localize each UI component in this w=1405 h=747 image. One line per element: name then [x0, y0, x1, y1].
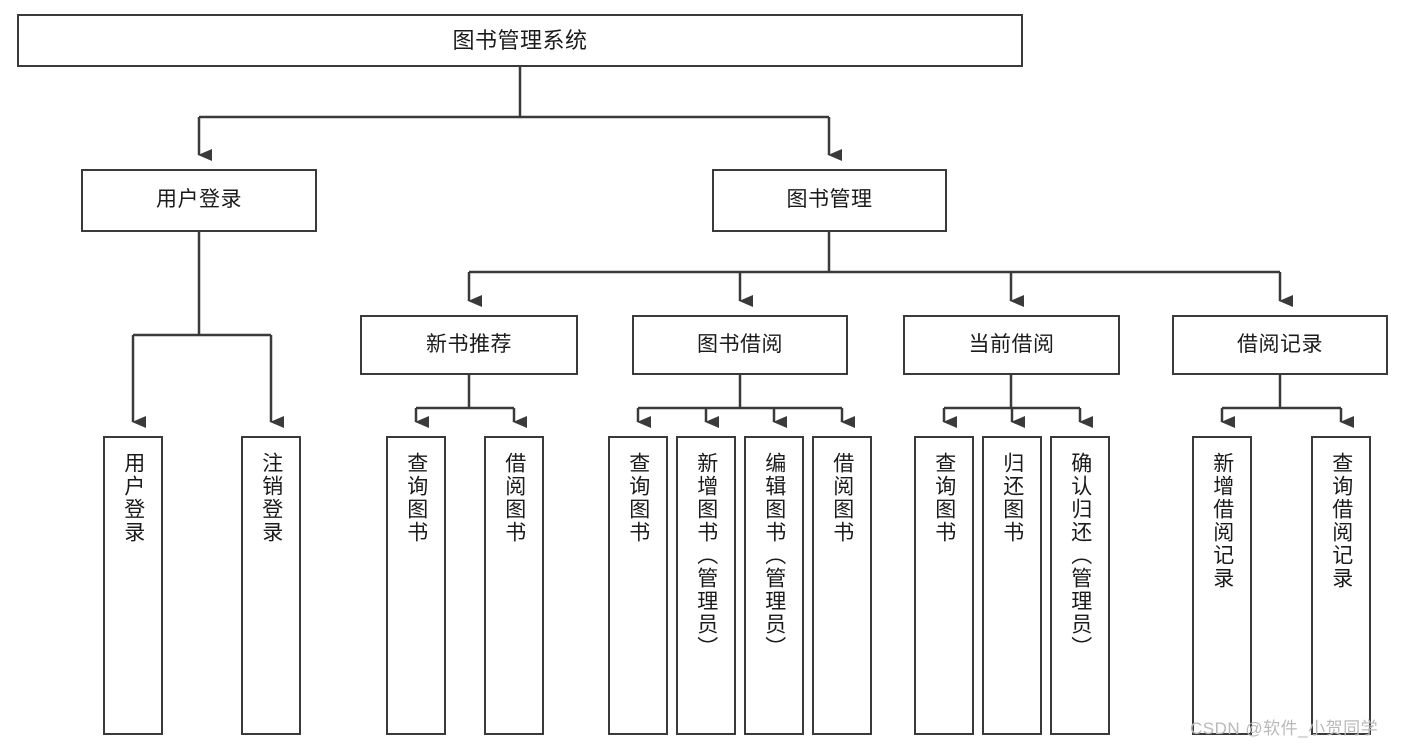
node-root-label: 图书管理系统: [452, 27, 588, 53]
node-leaf-borrow-book-1[interactable]: 借阅图书: [484, 436, 544, 735]
node-leaf-borrow-book-2[interactable]: 借阅图书: [812, 436, 872, 735]
node-leaf-user-login-label: 用户登录: [121, 452, 145, 544]
node-leaf-edit-book-admin[interactable]: 编辑图书（管理员）: [744, 436, 804, 735]
node-leaf-query-book-2-label: 查询图书: [626, 452, 650, 544]
node-leaf-query-borrow-record-label: 查询借阅记录: [1329, 452, 1353, 590]
node-leaf-add-borrow-record-label: 新增借阅记录: [1210, 452, 1234, 590]
node-leaf-query-book-2[interactable]: 查询图书: [608, 436, 668, 735]
node-leaf-query-book-1-label: 查询图书: [404, 452, 428, 544]
node-leaf-add-book-admin-label: 新增图书（管理员）: [694, 452, 718, 659]
node-borrow-records[interactable]: 借阅记录: [1172, 315, 1388, 375]
node-new-book-recommend[interactable]: 新书推荐: [360, 315, 578, 375]
node-leaf-query-book-3[interactable]: 查询图书: [914, 436, 974, 735]
node-leaf-add-borrow-record[interactable]: 新增借阅记录: [1192, 436, 1252, 735]
node-book-borrow[interactable]: 图书借阅: [632, 315, 848, 375]
node-leaf-borrow-book-1-label: 借阅图书: [502, 452, 526, 544]
node-leaf-user-login[interactable]: 用户登录: [103, 436, 163, 735]
watermark: CSDN @软件_小贺同学: [1190, 719, 1379, 738]
node-leaf-query-borrow-record[interactable]: 查询借阅记录: [1311, 436, 1371, 735]
node-leaf-confirm-return-admin[interactable]: 确认归还（管理员）: [1050, 436, 1110, 735]
node-new-book-recommend-label: 新书推荐: [426, 332, 512, 356]
node-current-borrow[interactable]: 当前借阅: [903, 315, 1120, 375]
node-book-borrow-label: 图书借阅: [697, 332, 783, 356]
node-user-login[interactable]: 用户登录: [81, 169, 317, 232]
node-book-management[interactable]: 图书管理: [712, 169, 947, 232]
node-leaf-user-logout[interactable]: 注销登录: [241, 436, 301, 735]
node-borrow-records-label: 借阅记录: [1237, 332, 1323, 356]
node-leaf-add-book-admin[interactable]: 新增图书（管理员）: [676, 436, 736, 735]
node-user-login-label: 用户登录: [156, 188, 242, 212]
node-leaf-user-logout-label: 注销登录: [259, 452, 283, 544]
node-leaf-return-book-label: 归还图书: [1000, 452, 1024, 544]
node-leaf-return-book[interactable]: 归还图书: [982, 436, 1042, 735]
node-leaf-borrow-book-2-label: 借阅图书: [830, 452, 854, 544]
node-leaf-confirm-return-admin-label: 确认归还（管理员）: [1068, 452, 1092, 659]
node-leaf-query-book-1[interactable]: 查询图书: [386, 436, 446, 735]
node-leaf-edit-book-admin-label: 编辑图书（管理员）: [762, 452, 786, 659]
node-leaf-query-book-3-label: 查询图书: [932, 452, 956, 544]
node-book-management-label: 图书管理: [786, 188, 873, 212]
node-current-borrow-label: 当前借阅: [968, 332, 1055, 356]
node-root[interactable]: 图书管理系统: [17, 14, 1023, 67]
